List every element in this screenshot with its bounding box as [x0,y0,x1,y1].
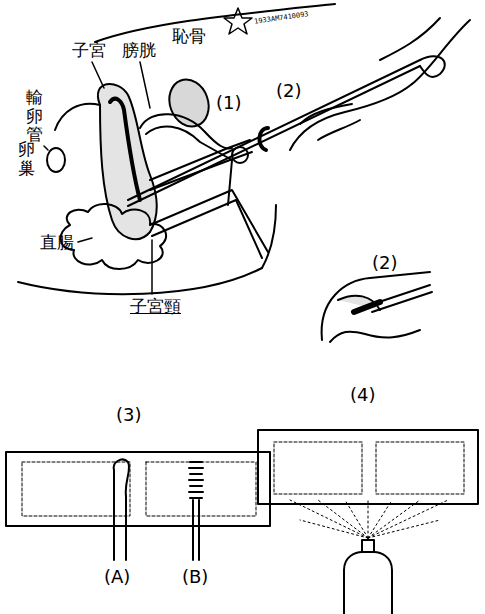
speculum-blade [228,160,232,205]
fixative-spray [290,500,448,538]
spray-nozzle [362,540,374,552]
part-label: 膀胱 [122,40,156,60]
hand [412,20,470,84]
hand [380,18,440,60]
part-label: 輸卵管 [26,88,43,144]
leader-line [78,238,92,242]
hand [290,84,412,150]
callout-number: (2) [372,252,398,274]
leader-line [44,146,48,150]
speculum-blade [150,190,268,252]
glass-slide [6,452,270,526]
callout-number: (4) [350,384,376,406]
callout-number: (3) [116,404,142,426]
hand [300,104,352,124]
body-outline [262,205,276,268]
brush-bristles [354,302,380,312]
bladder [146,126,232,160]
spray-can [344,552,392,614]
leader-line [92,62,104,88]
brush-stick [193,500,199,560]
star-stamp [224,8,252,34]
hand [318,120,360,140]
part-label: 子宮頸 [130,296,181,316]
slide-frame [376,442,464,494]
cervix-inset [322,272,430,340]
leader-line [151,240,153,294]
part-label: 恥骨 [172,26,206,46]
ovary [47,148,65,172]
leader-line [140,62,150,108]
cervix-inset [330,330,420,342]
slide-frame [146,462,256,516]
callout-number: (2) [276,80,302,102]
speculum-blade [152,200,262,258]
brush-handle [128,66,420,206]
speculum-blade [150,140,250,180]
part-label: 卵巢 [18,140,35,177]
slide-frame [274,442,362,494]
part-label: 子宮 [72,40,106,60]
pubic-bone [163,74,215,132]
spatula [114,460,129,560]
fallopian-tube [55,104,100,130]
glass-slide [258,430,478,504]
uterine-cavity [110,99,140,200]
body-outline [95,4,335,42]
brush-bristles [189,462,203,498]
callout-number: (B) [182,566,208,588]
brush-inset [370,285,432,312]
callout-number: (1) [216,92,242,114]
body-outline [18,268,262,294]
part-label: 直腸 [40,232,74,252]
brush-grip [259,128,268,150]
brush-handle [128,60,420,200]
rectum [61,204,166,269]
callout-number: (A) [104,566,130,588]
